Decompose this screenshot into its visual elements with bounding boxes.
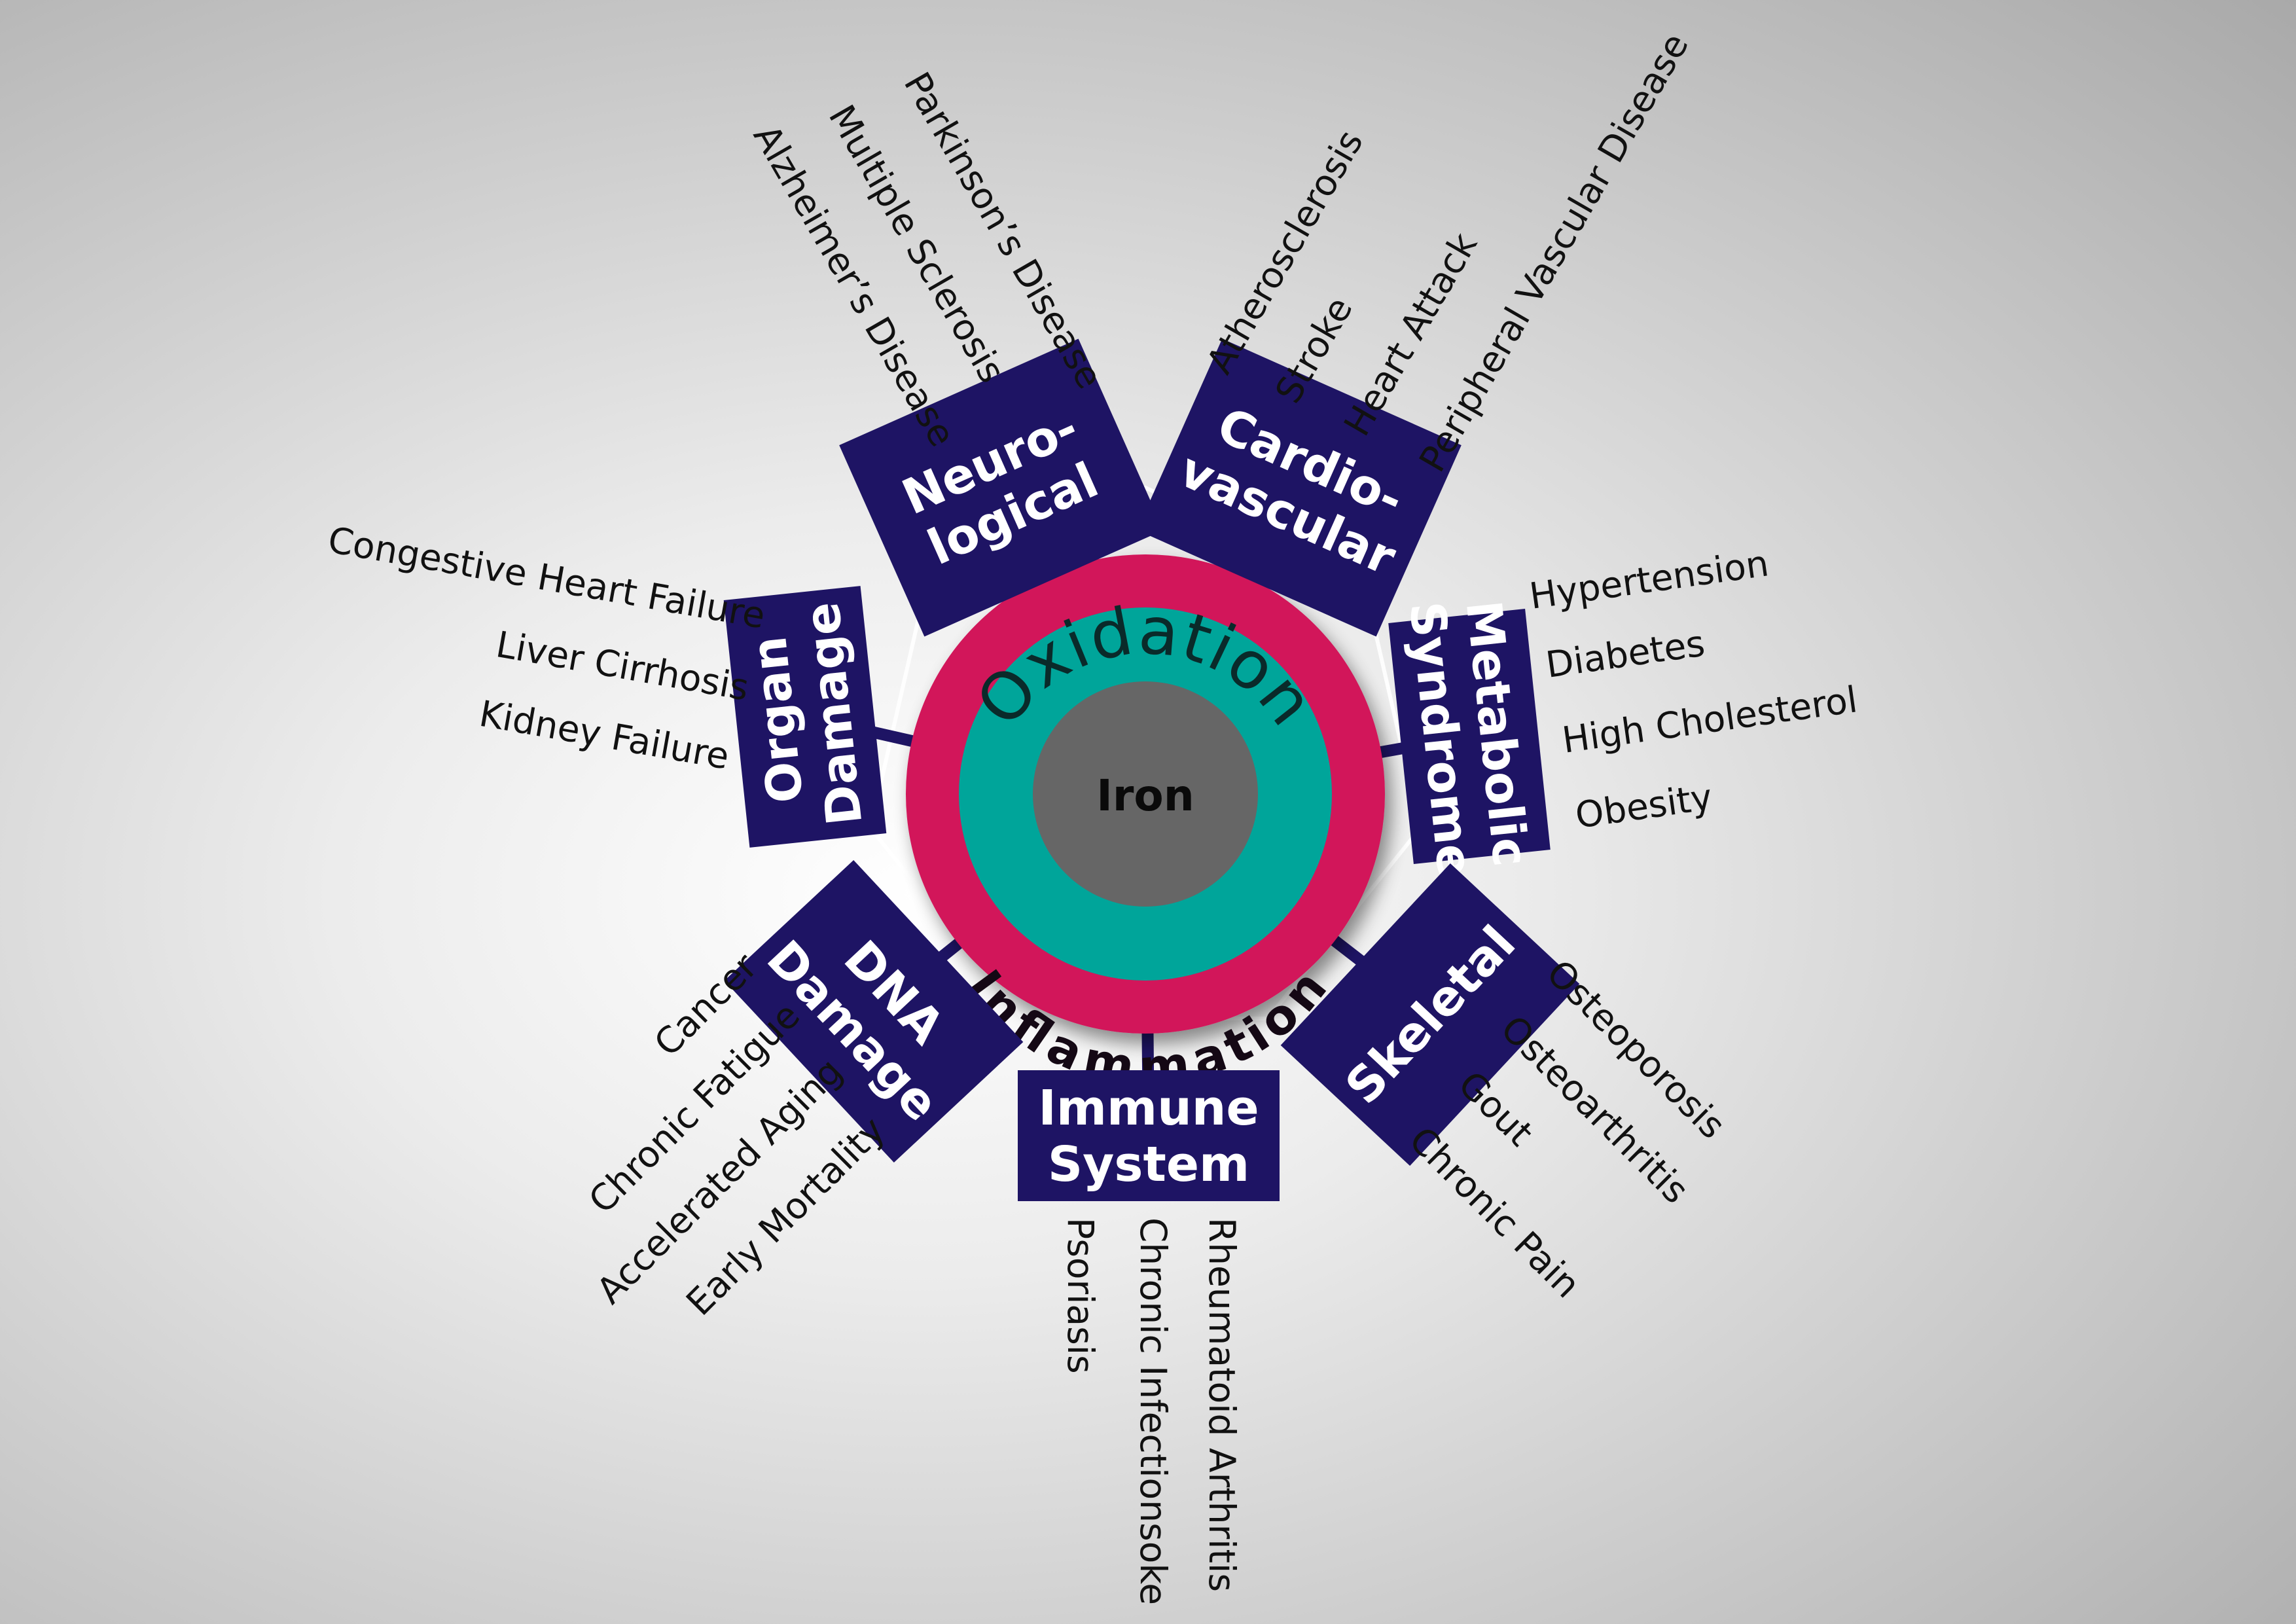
- disease-skeletal: Chronic Pain: [1401, 1119, 1588, 1306]
- disease-organ-damage: Liver Cirrhosis: [493, 623, 752, 709]
- disease-immune-system: Psoriasis: [1060, 1218, 1102, 1374]
- disease-metabolic-syndrome: High Cholesterol: [1560, 678, 1860, 761]
- disease-organ-damage: Congestive Heart Failure: [325, 518, 768, 637]
- box-bg-skeletal: [1280, 863, 1580, 1166]
- disease-immune-system: Rheumatoid Arthritis: [1201, 1218, 1243, 1592]
- disease-organ-damage: Kidney Failure: [476, 693, 732, 778]
- box-bg-cardiovascular: [1137, 338, 1462, 637]
- disease-immune-system: Chronic Infectionsoke: [1132, 1218, 1174, 1605]
- box-bg-organ-damage: [723, 586, 887, 848]
- box-bg-dna-damage: [724, 859, 1024, 1163]
- box-bg-neurological: [839, 338, 1164, 637]
- immune-system-label-line: System: [1048, 1136, 1249, 1193]
- disease-skeletal: Osteoporosis: [1539, 952, 1734, 1147]
- core-label: Iron: [1096, 770, 1194, 821]
- disease-metabolic-syndrome: Obesity: [1573, 776, 1715, 837]
- center-rings: [906, 554, 1385, 1034]
- disease-metabolic-syndrome: Diabetes: [1543, 623, 1708, 686]
- disease-metabolic-syndrome: Hypertension: [1527, 542, 1771, 617]
- disease-cardiovascular: Atherosclerosis: [1198, 123, 1371, 381]
- immune-system-label-line: Immune: [1038, 1080, 1259, 1136]
- iron-core: [1033, 681, 1258, 907]
- box-bg-metabolic-syndrome: [1388, 609, 1551, 864]
- box-cardiovascular: Cardio-vascular: [1137, 338, 1462, 637]
- box-bg-immune-system: [1018, 1070, 1280, 1201]
- box-neurological: Neuro-logical: [839, 338, 1164, 637]
